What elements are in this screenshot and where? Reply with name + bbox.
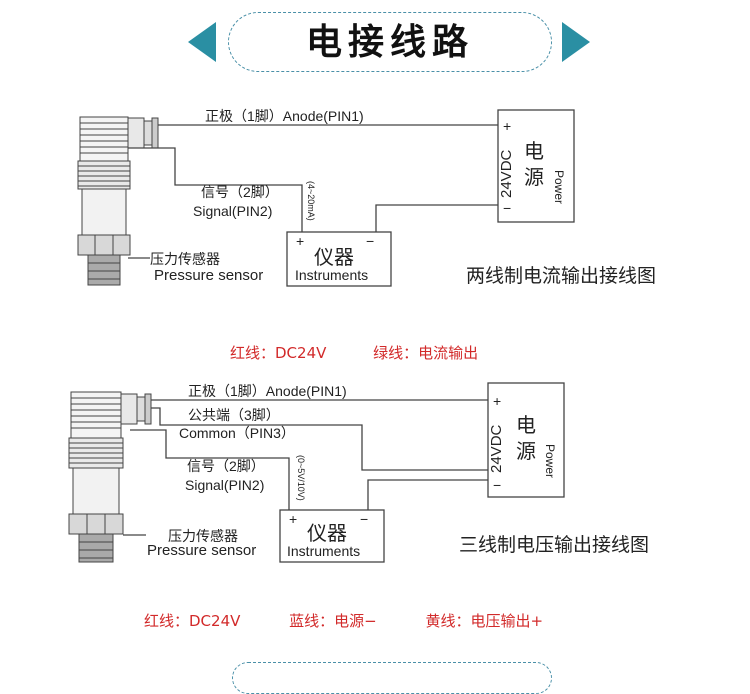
power-plus: + [493,393,501,409]
instrument-label-en: Instruments [295,267,368,283]
power-minus: − [503,200,511,216]
wiring-diagrams: 正极（1脚）Anode(PIN1) 信号（2脚） Signal(PIN2) (4… [68,108,656,563]
signal-label-en: Signal(PIN2) [185,477,264,493]
power-label-cn-1: 电 [516,414,536,437]
sensor-label-en: Pressure sensor [147,542,256,559]
power-label-cn-1: 电 [524,140,544,163]
pressure-sensor-icon [77,116,159,286]
sensor-label-cn: 压力传感器 [168,528,238,544]
header: 电接线路 [0,0,750,90]
current-range-label: (4~20mA) [306,181,316,221]
instrument-label-cn: 仪器 [307,523,347,545]
power-voltage: 24VDC [488,424,505,473]
diagram-three-wire: 正极（1脚）Anode(PIN1) 公共端（3脚） Common（PIN3） 信… [68,382,649,563]
next-section-banner [232,662,552,694]
title-banner: 电接线路 [228,12,552,72]
power-plus: + [503,118,511,134]
legend-yellow-wire: 黄线：电压输出+ [425,612,544,630]
instrument-plus: + [289,511,297,527]
power-voltage: 24VDC [498,149,515,198]
power-minus: − [493,477,501,493]
legend-red-wire: 红线：DC24V [230,344,327,362]
power-label-cn-2: 源 [524,166,544,189]
sensor-label-en: Pressure sensor [154,267,263,284]
signal-label-cn: 信号（2脚） [201,184,279,200]
power-label-en: Power [552,170,566,204]
anode-label: 正极（1脚）Anode(PIN1) [188,383,347,399]
power-label-en: Power [543,444,557,478]
signal-label-cn: 信号（2脚） [187,458,265,474]
instrument-minus: − [366,233,374,249]
instrument-minus: − [360,511,368,527]
sensor-label-cn: 压力传感器 [150,251,220,267]
legend-blue-wire: 蓝线：电源− [289,612,377,630]
anode-label: 正极（1脚）Anode(PIN1) [205,108,364,124]
right-arrow-icon [562,22,590,62]
voltage-range-label: (0~5V/10V) [296,455,306,501]
instrument-box: + − 仪器 Instruments [279,509,385,563]
legend-two-wire: 红线：DC24V 绿线：电流输出 [230,342,478,363]
legend-red-wire: 红线：DC24V [144,612,241,630]
signal-label-en: Signal(PIN2) [193,203,272,219]
diagram1-wires [128,124,498,259]
pressure-sensor-icon [68,391,152,563]
instrument-plus: + [296,233,304,249]
instrument-label-cn: 仪器 [314,247,354,269]
power-box: + − 24VDC 电 源 Power [497,109,575,223]
legend-green-wire: 绿线：电流输出 [373,344,479,362]
common-label-en: Common（PIN3） [179,425,295,441]
left-arrow-icon [188,22,216,62]
power-label-cn-2: 源 [516,440,536,463]
diagram-two-wire: 正极（1脚）Anode(PIN1) 信号（2脚） Signal(PIN2) (4… [77,108,656,287]
power-box: + − 24VDC 电 源 Power [487,382,565,498]
legend-three-wire: 红线：DC24V 蓝线：电源− 黄线：电压输出+ [144,610,543,631]
diagram2-wires [123,399,488,536]
instrument-box: + − 仪器 Instruments [286,231,392,287]
diagram1-caption: 两线制电流输出接线图 [466,265,656,287]
common-label-cn: 公共端（3脚） [188,407,280,423]
instrument-label-en: Instruments [287,543,360,559]
diagram2-caption: 三线制电压输出接线图 [459,534,649,556]
page-title: 电接线路 [305,21,474,63]
